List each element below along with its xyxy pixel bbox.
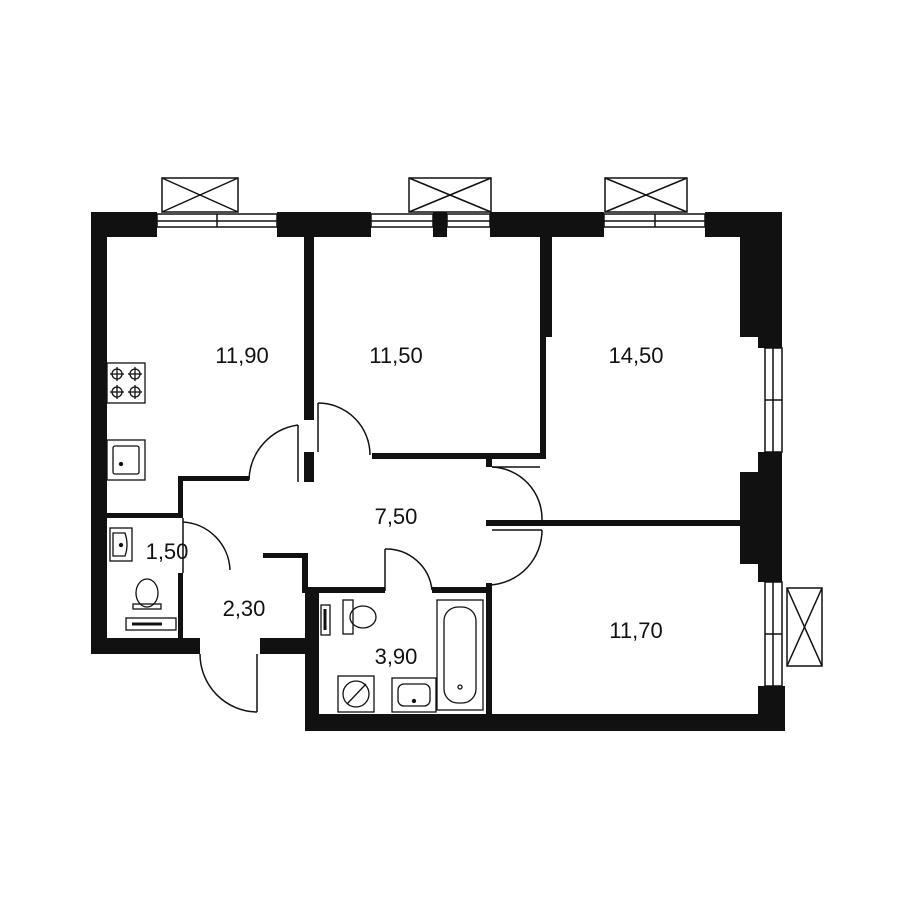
room-area-toilet: 1,50 — [146, 539, 189, 564]
toilet-icon — [132, 578, 162, 610]
room-area-entry: 2,30 — [223, 596, 266, 621]
room-area-bedroom-middle: 11,50 — [369, 343, 422, 368]
toilet-icon — [342, 599, 377, 635]
windows — [156, 213, 783, 687]
interior-walls — [107, 237, 740, 717]
sink-icon — [391, 677, 437, 713]
stove-icon — [106, 362, 146, 404]
bathtub-icon — [436, 599, 484, 711]
room-area-bathroom: 3,90 — [375, 644, 418, 669]
towel-rail-icon — [320, 604, 331, 636]
room-area-bedroom-bottom: 11,70 — [609, 618, 662, 643]
outer-walls — [91, 212, 785, 731]
ac-unit-icon — [161, 177, 823, 667]
room-area-kitchen: 11,90 — [215, 343, 268, 368]
sink-icon — [109, 527, 133, 562]
doors — [182, 402, 543, 713]
room-labels: 11,90 11,50 14,50 7,50 1,50 2,30 3,90 11… — [146, 343, 664, 669]
shelf-icon — [125, 617, 177, 631]
sink-icon — [106, 439, 146, 481]
washing-machine-icon — [337, 675, 375, 713]
room-area-hallway: 7,50 — [375, 504, 418, 529]
room-area-bedroom-right: 14,50 — [608, 343, 663, 368]
